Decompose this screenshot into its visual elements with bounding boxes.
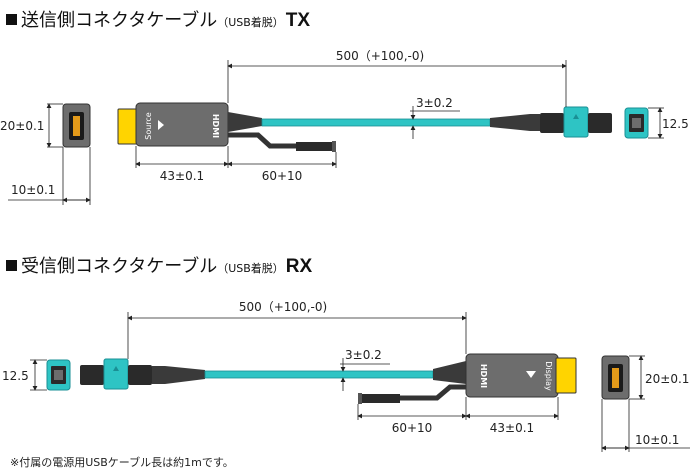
- rx-dim-usb-length: 60+10: [392, 421, 433, 435]
- tx-fiber-connector: [490, 106, 612, 138]
- rx-heading: 受信側コネクタケーブル（USB着脱）RX: [6, 252, 312, 278]
- tx-strain-relief: [228, 112, 262, 132]
- tx-dim-usb-length: 60+10: [262, 169, 303, 183]
- rx-direction-arrow-icon: [526, 371, 536, 378]
- rx-dim-small-plug: 12.5: [2, 369, 29, 383]
- rx-cable-drawing: HDMI Display: [2, 300, 690, 452]
- tx-heading-title: 送信側コネクタケーブル: [21, 10, 218, 31]
- tx-fiber-cable: [261, 118, 491, 127]
- tx-dim-plug-depth: 10±0.1: [11, 183, 55, 197]
- tx-dim-plug-height: 20±0.1: [0, 119, 44, 133]
- rx-dim-plug-depth: 10±0.1: [635, 433, 679, 447]
- rx-dim-plug-height: 20±0.1: [645, 372, 689, 386]
- tx-usb-power-branch: [228, 132, 336, 152]
- rx-small-end-plug: [46, 359, 71, 391]
- rx-dim-cable-diameter: 3±0.2: [345, 348, 382, 362]
- tx-heading-code: TX: [285, 10, 311, 31]
- rx-fiber-connector: [80, 358, 205, 390]
- rx-heading-code: RX: [285, 256, 313, 277]
- rx-heading-note: （USB着脱）: [217, 262, 284, 275]
- tx-heading: 送信側コネクタケーブル（USB着脱）TX: [6, 6, 310, 32]
- rx-hdmi-plug-front: [601, 355, 630, 400]
- tx-dim-cable-diameter: 3±0.2: [416, 96, 453, 110]
- tx-hdmi-logo: HDMI: [211, 114, 220, 138]
- tx-dim-body-length: 43±0.1: [160, 169, 204, 183]
- rx-hdmi-tip: [555, 357, 577, 394]
- tx-cable-drawing: Source HDMI: [0, 49, 689, 205]
- rx-usb-power-branch: [358, 384, 466, 404]
- tx-direction-arrow-icon: [158, 120, 164, 130]
- tx-dim-small-plug: 12.5: [662, 117, 689, 131]
- rx-heading-title: 受信側コネクタケーブル: [21, 256, 218, 277]
- footnote: ※付属の電源用USBケーブル長は約1mです。: [10, 456, 234, 469]
- tx-heading-note: （USB着脱）: [217, 16, 284, 29]
- bullet-square-icon: [6, 14, 17, 25]
- rx-dim-body-length: 43±0.1: [490, 421, 534, 435]
- tx-source-label: Source: [144, 112, 153, 140]
- tx-connector-body: Source HDMI: [135, 102, 229, 147]
- rx-dim-total-length: 500（+100,-0): [239, 300, 327, 314]
- rx-display-label: Display: [544, 361, 553, 391]
- tx-dim-total-length: 500（+100,-0): [336, 49, 424, 63]
- rx-fiber-cable: [204, 370, 434, 379]
- rx-hdmi-logo: HDMI: [479, 364, 488, 388]
- tx-small-end-plug: [624, 107, 649, 139]
- tx-hdmi-plug-front: [62, 103, 91, 148]
- bullet-square-icon: [6, 260, 17, 271]
- rx-connector-body: HDMI Display: [465, 353, 559, 398]
- rx-strain-relief: [433, 361, 466, 384]
